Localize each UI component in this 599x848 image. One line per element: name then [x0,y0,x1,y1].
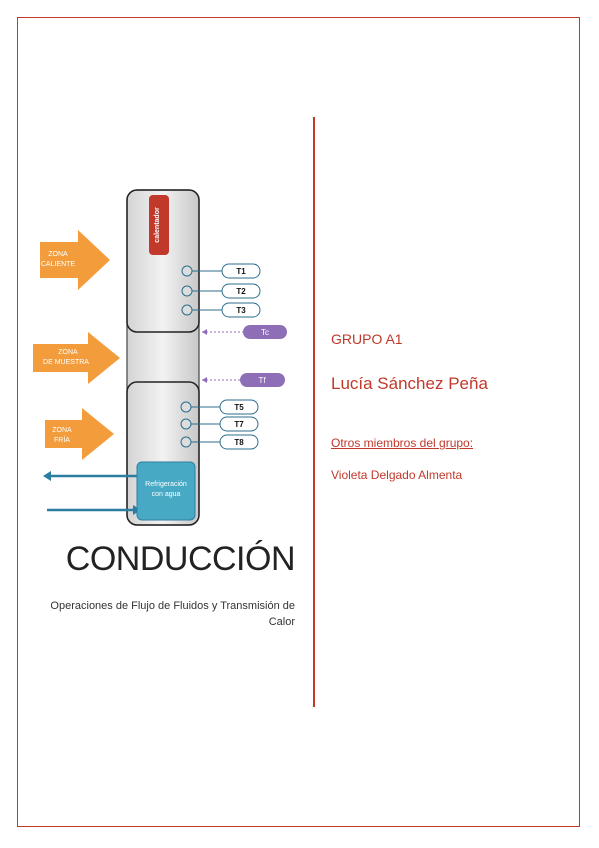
sensor-t8: T8 [234,438,244,447]
zone-label-hot-1: ZONA [48,251,68,258]
document-title: CONDUCCIÓN [65,540,296,578]
probe-tc-label: Tc [261,328,269,337]
probe-tf-label: Tf [258,376,266,385]
zone-label-sample-1: ZONA [58,349,78,356]
group-name: GRUPO A1 [331,331,403,347]
sensor-group-hot: T1 T2 T3 [181,263,261,318]
hot-zone-arrow [40,230,110,290]
vertical-divider [313,117,315,707]
zone-label-hot-2: CALIENTE [41,261,76,268]
author-name: Lucía Sánchez Peña [331,374,488,393]
document-subtitle: Operaciones de Flujo de Fluidos y Transm… [50,600,295,628]
zone-label-sample-2: DE MUESTRA [43,359,89,366]
probe-tc [243,325,287,339]
zone-label-cold-2: FRÍA [54,435,70,444]
sensor-t5: T5 [234,403,244,412]
heater-label: calentador [154,207,161,243]
sensor-t1: T1 [236,267,246,276]
probe-tf [240,373,285,387]
members-label: Otros miembros del grupo: [331,436,474,450]
member-name: Violeta Delgado Almenta [331,468,463,482]
sensor-t2: T2 [236,287,246,296]
heater-block [149,195,169,255]
page-border [17,17,580,827]
sensor-group-cold: T5 T7 T8 [180,399,259,450]
sensor-t7: T7 [234,420,244,429]
cooling-block [136,461,196,521]
cooling-label-2: con agua [152,491,181,498]
cold-zone-block [126,381,200,526]
cooling-label-1: Refrigeración [145,481,187,488]
zone-label-cold-1: ZONA [52,427,72,434]
hot-zone-block [126,189,200,333]
cold-zone-arrow [45,408,114,460]
sensor-t3: T3 [236,306,246,315]
sample-zone-arrow [33,332,120,384]
